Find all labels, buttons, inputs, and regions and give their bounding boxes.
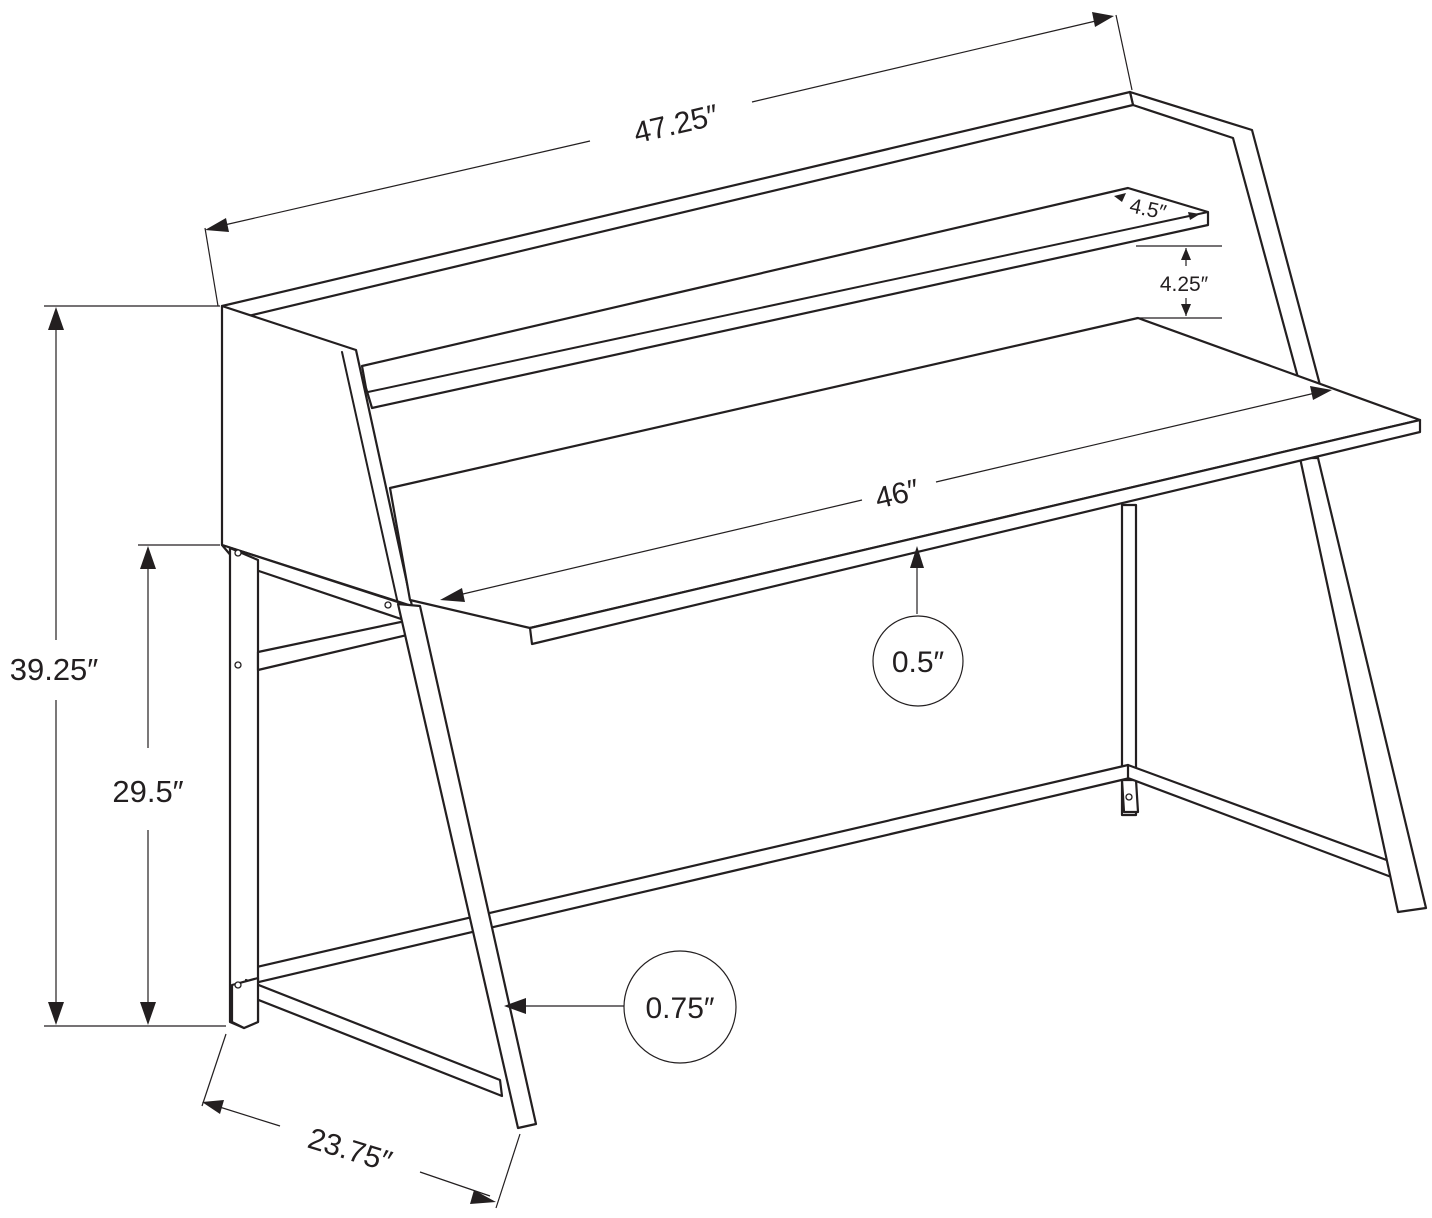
hutch-shelf (360, 186, 1210, 410)
right-base-bar (1126, 763, 1396, 880)
top-thickness-callout (872, 615, 964, 707)
left-front-leg (396, 602, 538, 1130)
overall-height-label: 39.25″ (10, 652, 99, 687)
dim-depth: 23.75″ (201, 1033, 521, 1209)
leg-thickness-label: 0.75″ (645, 992, 714, 1025)
top-thickness-label: 0.5″ (892, 646, 945, 679)
shelf-clearance-label: 4.25″ (1160, 273, 1209, 296)
overall-width-label: 47.25″ (631, 99, 722, 151)
bolt-hole-rear (1125, 793, 1133, 801)
bolt-hole-4 (384, 601, 392, 609)
desk-drawing (220, 90, 1428, 1130)
left-foot (230, 976, 260, 1030)
bolt-hole-1 (234, 549, 242, 557)
hutch-shelf-front-edge (367, 211, 1209, 393)
depth-label: 23.75″ (304, 1122, 396, 1179)
bolt-hole-2 (234, 661, 242, 669)
bolt-hole-3 (234, 981, 242, 989)
dim-overall-height: 39.25″ (10, 305, 226, 1027)
rear-right-leg (1120, 503, 1138, 817)
dim-top-thickness: 0.5″ (872, 546, 964, 707)
leg-thickness-callout (623, 950, 737, 1064)
dim-desktop-height: 29.5″ (112, 544, 220, 1025)
desktop-front-edge (528, 418, 1422, 646)
desktop-height-label: 29.5″ (112, 774, 183, 809)
hutch-left-side-front (341, 351, 399, 605)
left-base-bar (244, 978, 504, 1098)
dim-leg-thickness: 0.75″ (504, 950, 737, 1064)
dim-shelf-clearance: 4.25″ (1136, 245, 1222, 319)
left-cross-brace (256, 616, 422, 672)
left-back-leg (228, 546, 260, 1030)
